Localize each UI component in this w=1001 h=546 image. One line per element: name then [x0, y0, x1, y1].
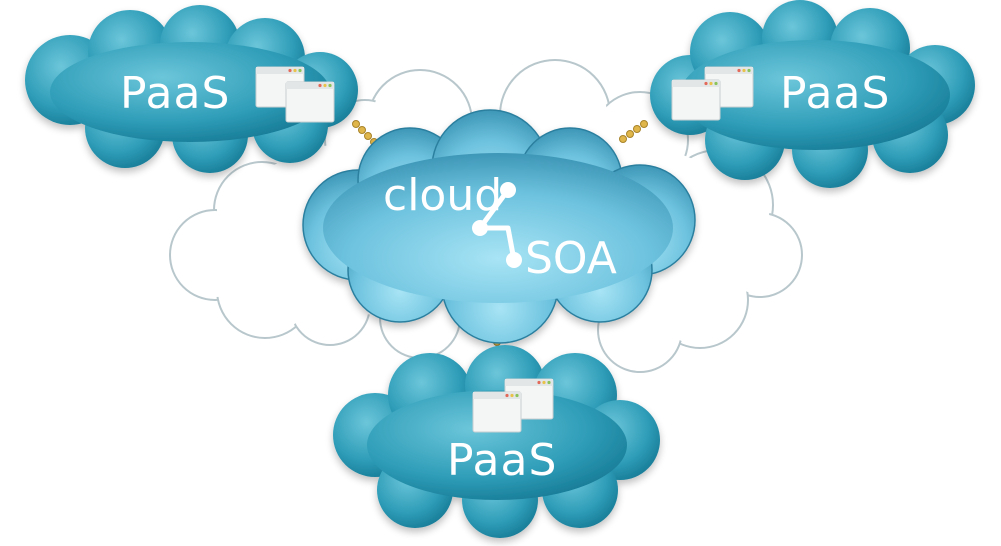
paas-label-top-left: PaaS: [120, 68, 230, 119]
paas-cloud-top-right: PaaS: [650, 0, 975, 188]
cloudsoa-logo: cloud SOA: [383, 170, 617, 284]
paas-label-top-right: PaaS: [780, 68, 890, 119]
paas-label-bottom: PaaS: [447, 435, 557, 486]
logo-word-cloud: cloud: [383, 170, 502, 221]
logo-node-connector-icon: [472, 182, 522, 268]
connector-right: [619, 120, 648, 143]
paas-cloud-top-left: PaaS: [25, 5, 358, 173]
paas-cloud-bottom: PaaS: [333, 345, 660, 538]
logo-word-soa: SOA: [525, 233, 617, 284]
